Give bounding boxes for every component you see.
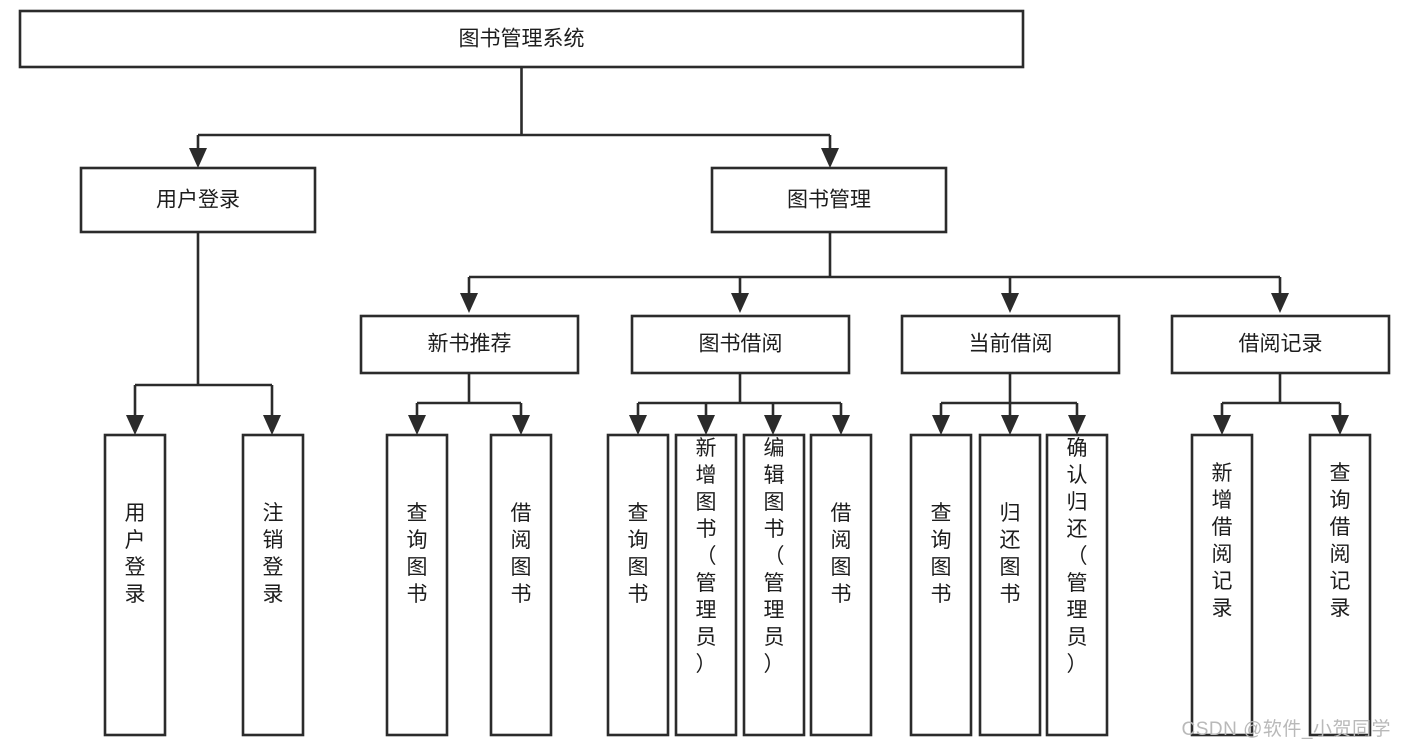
arrowhead-bookmgmt-to-newbook	[460, 293, 478, 313]
arrowhead-current-leaf-3	[1068, 415, 1086, 435]
node-new-book-recommend[interactable]: 新书推荐	[359, 314, 580, 375]
arrowhead-record-leaf-1	[1213, 415, 1231, 435]
node-new-book-recommend-label: 新书推荐	[428, 333, 512, 356]
leaf-node-book-borrow-1-label: 查询图书	[628, 502, 649, 606]
leaf-node-borrow-record-2-box[interactable]	[1308, 433, 1372, 737]
node-user-login[interactable]: 用户登录	[79, 166, 317, 234]
connector-group-current-borrow	[932, 373, 1086, 435]
leaf-node-new-book-1-label: 查询图书	[407, 502, 428, 606]
arrowhead-bookmgmt-to-record	[1271, 293, 1289, 313]
arrowhead-borrow-leaf-2	[697, 415, 715, 435]
connector-group-root	[189, 67, 839, 168]
connector-group-book-borrow	[629, 373, 850, 435]
leaf-node-book-borrow-3[interactable]: 编辑图书（管理员）	[742, 433, 806, 737]
connector-group-user-login	[126, 232, 281, 435]
leaf-node-book-borrow-3-box[interactable]	[742, 433, 806, 737]
leaf-node-book-borrow-1[interactable]: 查询图书	[606, 433, 670, 737]
arrowhead-bookmgmt-to-borrow	[731, 293, 749, 313]
leaf-node-user-login-1-box[interactable]	[103, 433, 167, 737]
arrowhead-current-leaf-2	[1001, 415, 1019, 435]
arrowhead-record-leaf-2	[1331, 415, 1349, 435]
arrowhead-login-leaf-1	[126, 415, 144, 435]
node-borrow-record-label: 借阅记录	[1239, 333, 1323, 356]
leaf-node-user-login-2-box[interactable]	[241, 433, 305, 737]
node-user-login-label: 用户登录	[156, 189, 240, 212]
leaf-node-new-book-1-box[interactable]	[385, 433, 449, 737]
node-book-management[interactable]: 图书管理	[710, 166, 948, 234]
leaf-node-current-borrow-1-box[interactable]	[909, 433, 973, 737]
leaf-node-book-borrow-1-box[interactable]	[606, 433, 670, 737]
node-current-borrow-label: 当前借阅	[969, 333, 1053, 356]
leaf-node-current-borrow-3-label: 确认归还（管理员）	[1067, 437, 1088, 676]
node-book-management-box[interactable]	[710, 166, 948, 234]
arrowhead-newbook-leaf-2	[512, 415, 530, 435]
node-root-system-label: 图书管理系统	[459, 28, 585, 51]
node-new-book-recommend-box[interactable]	[359, 314, 580, 375]
leaf-node-current-borrow-3-box[interactable]	[1045, 433, 1109, 737]
leaf-node-book-borrow-4[interactable]: 借阅图书	[809, 433, 873, 737]
arrowhead-borrow-leaf-3	[764, 415, 782, 435]
leaf-node-new-book-2-label: 借阅图书	[511, 502, 532, 606]
node-current-borrow[interactable]: 当前借阅	[900, 314, 1121, 375]
leaf-node-current-borrow-3[interactable]: 确认归还（管理员）	[1045, 433, 1109, 737]
node-root-system-box[interactable]	[18, 9, 1025, 69]
leaf-node-book-borrow-4-box[interactable]	[809, 433, 873, 737]
leaf-node-current-borrow-2-box[interactable]	[978, 433, 1042, 737]
connector-group-book-management	[460, 232, 1289, 313]
node-book-management-label: 图书管理	[787, 189, 871, 212]
arrowhead-login-leaf-2	[263, 415, 281, 435]
leaf-node-current-borrow-2[interactable]: 归还图书	[978, 433, 1042, 737]
leaf-node-current-borrow-2-label: 归还图书	[1000, 502, 1021, 606]
leaf-node-user-login-1-label: 用户登录	[125, 502, 146, 606]
leaf-node-book-borrow-2[interactable]: 新增图书（管理员）	[674, 433, 738, 737]
node-borrow-record[interactable]: 借阅记录	[1170, 314, 1391, 375]
arrowhead-bookmgmt-to-current	[1001, 293, 1019, 313]
connector-group-new-book	[408, 373, 530, 435]
node-current-borrow-box[interactable]	[900, 314, 1121, 375]
leaf-node-user-login-1[interactable]: 用户登录	[103, 433, 167, 737]
leaf-node-current-borrow-1-label: 查询图书	[931, 502, 952, 606]
leaf-node-user-login-2-label: 注销登录	[263, 502, 284, 606]
csdn-watermark: CSDN @软件_小贺同学	[1181, 719, 1391, 740]
node-root-system[interactable]: 图书管理系统	[18, 9, 1025, 69]
arrowhead-newbook-leaf-1	[408, 415, 426, 435]
leaf-node-new-book-1[interactable]: 查询图书	[385, 433, 449, 737]
leaf-node-user-login-2[interactable]: 注销登录	[241, 433, 305, 737]
arrowhead-root-to-bookmgmt	[821, 148, 839, 168]
node-book-borrow-label: 图书借阅	[699, 333, 783, 356]
node-user-login-box[interactable]	[79, 166, 317, 234]
leaf-node-book-borrow-3-label: 编辑图书（管理员）	[764, 437, 785, 676]
leaf-node-new-book-2-box[interactable]	[489, 433, 553, 737]
leaf-node-current-borrow-1[interactable]: 查询图书	[909, 433, 973, 737]
leaf-node-book-borrow-4-label: 借阅图书	[831, 502, 852, 606]
arrowhead-borrow-leaf-1	[629, 415, 647, 435]
leaf-node-book-borrow-2-label: 新增图书（管理员）	[696, 437, 717, 676]
leaf-node-borrow-record-1-label: 新增借阅记录	[1212, 462, 1233, 620]
connector-group-borrow-record	[1213, 373, 1349, 435]
arrowhead-borrow-leaf-4	[832, 415, 850, 435]
node-book-borrow[interactable]: 图书借阅	[630, 314, 851, 375]
leaf-node-new-book-2[interactable]: 借阅图书	[489, 433, 553, 737]
arrowhead-current-leaf-1	[932, 415, 950, 435]
arrowhead-root-to-login	[189, 148, 207, 168]
leaf-node-borrow-record-1-box[interactable]	[1190, 433, 1254, 737]
leaf-node-borrow-record-2-label: 查询借阅记录	[1330, 462, 1351, 620]
leaf-node-book-borrow-2-box[interactable]	[674, 433, 738, 737]
leaf-node-borrow-record-2[interactable]: 查询借阅记录	[1308, 433, 1372, 737]
node-borrow-record-box[interactable]	[1170, 314, 1391, 375]
node-book-borrow-box[interactable]	[630, 314, 851, 375]
leaf-node-borrow-record-1[interactable]: 新增借阅记录	[1190, 433, 1254, 737]
